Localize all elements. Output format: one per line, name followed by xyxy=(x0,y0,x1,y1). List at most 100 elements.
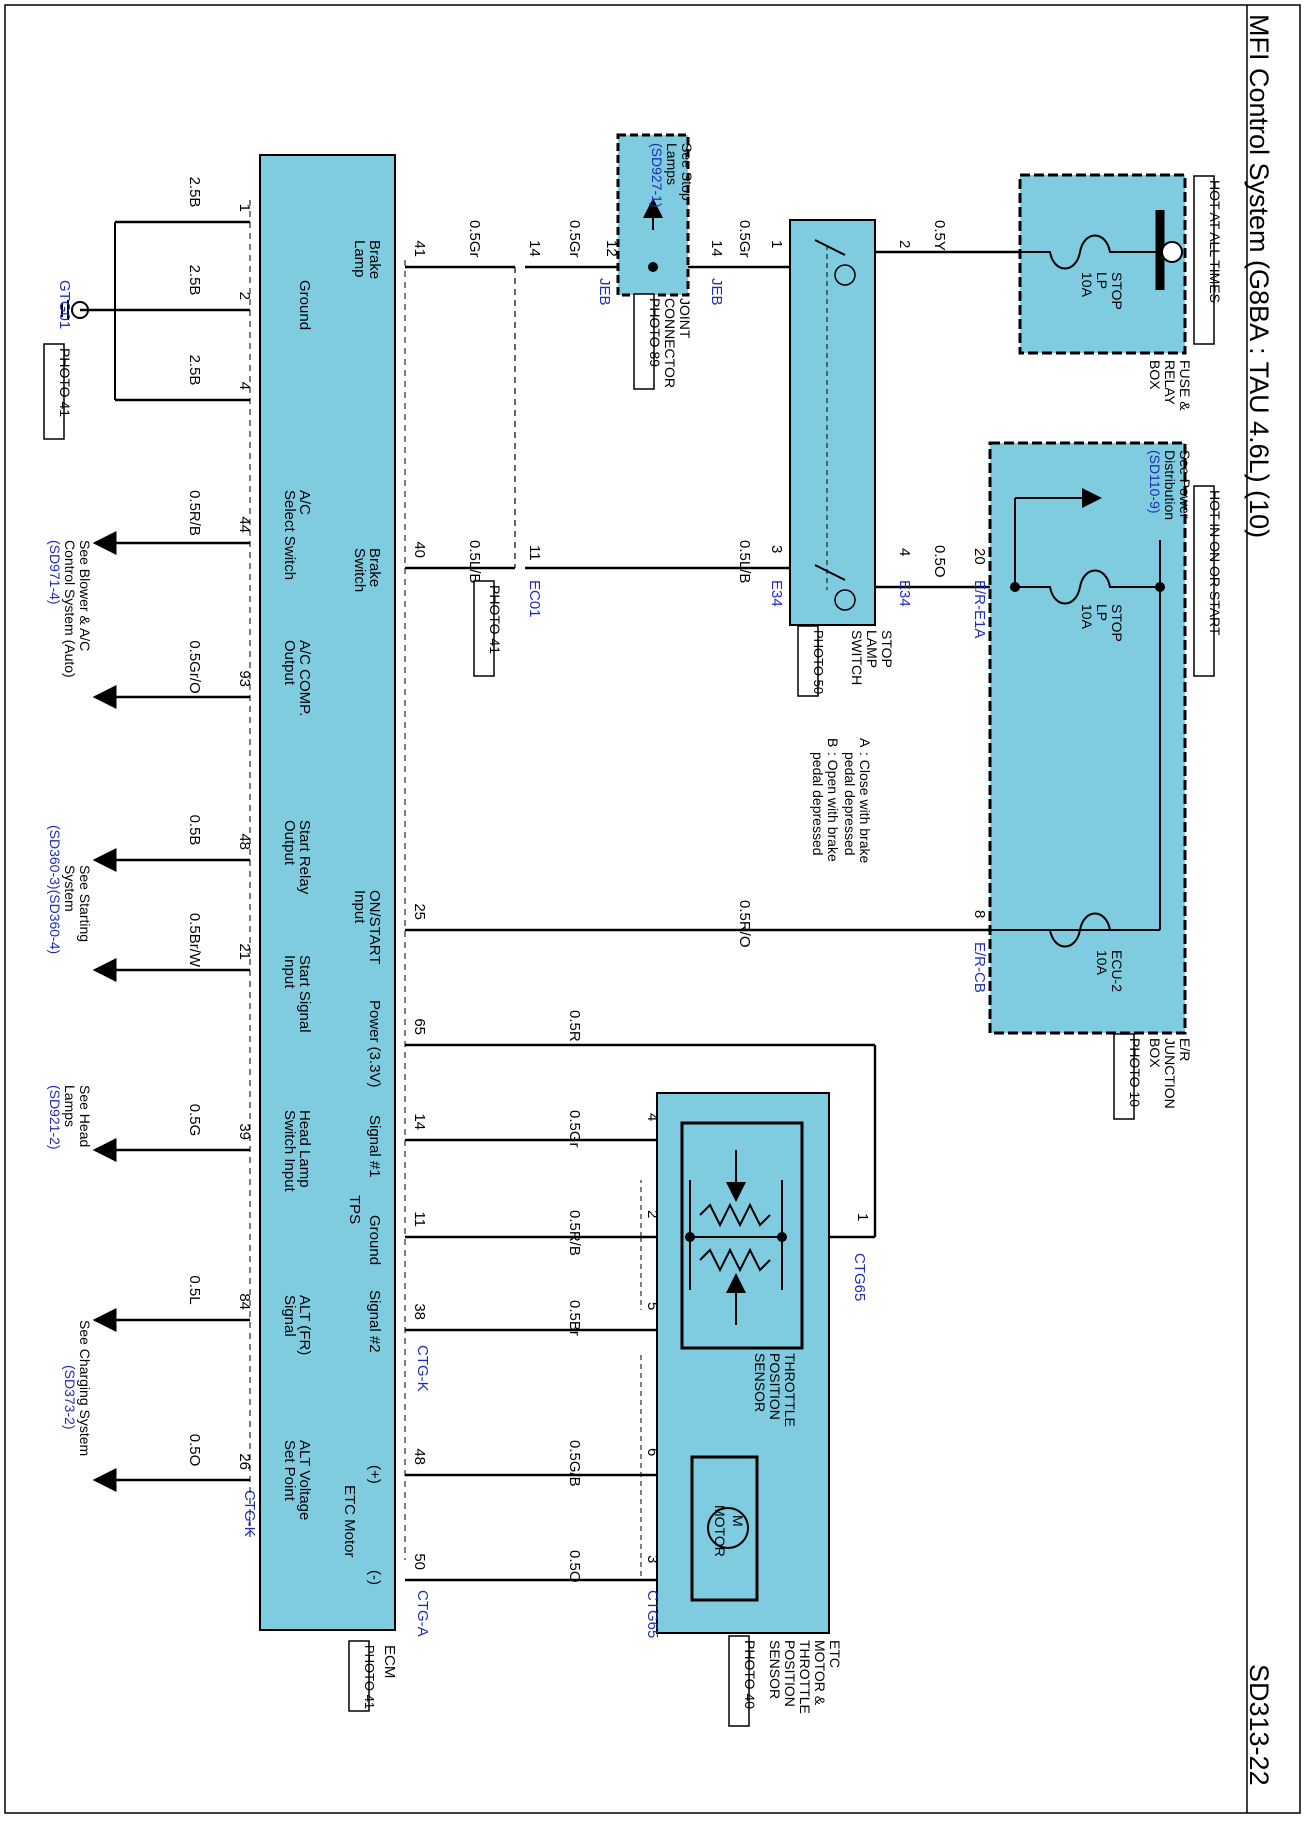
fuse-icon xyxy=(1020,234,1160,270)
diagram-label: See Stop xyxy=(679,143,695,201)
photo-box xyxy=(348,1640,370,1712)
blower-link[interactable]: (SD971-4) xyxy=(47,540,63,605)
etc-name: POSITION xyxy=(782,1640,798,1707)
contact-note: : Open with brake xyxy=(825,752,841,862)
ecm-pin-label: ALT Voltage xyxy=(296,1440,313,1520)
connector-id: CTG65 xyxy=(851,1253,868,1301)
stop-lamp-switch-name: SWITCH xyxy=(849,630,865,685)
ecm-pin-label: Output xyxy=(281,640,298,686)
pin-number: 1 xyxy=(236,204,253,212)
starting-link[interactable]: (SD360-3)(SD360-4) xyxy=(47,825,63,954)
wire-color-label: 0.5Gr xyxy=(466,220,483,258)
photo-label: HOT AT ALL TIMES xyxy=(1207,180,1223,303)
pin-number: 50 xyxy=(411,1553,428,1570)
connector-id: E34 xyxy=(896,580,913,607)
photo-label: PHOTO 40 xyxy=(742,1640,758,1709)
wire-color-label: 0.5O xyxy=(186,1434,203,1467)
ecm-pin-label: Ground xyxy=(366,1215,383,1265)
pin-number: 39 xyxy=(236,1123,253,1140)
ecm-pin-label: ETC Motor xyxy=(341,1485,358,1558)
label-layer: 12.5B22.5B42.5B440.5R/B930.5Gr/O480.5B21… xyxy=(43,143,1223,1727)
contact-note: pedal depressed xyxy=(842,752,858,856)
ecm-pin-label: Head Lamp xyxy=(296,1110,313,1188)
fuse-label: 10A xyxy=(1079,272,1095,298)
pin-number: 11 xyxy=(526,545,543,561)
etc-name: THROTTLE xyxy=(797,1640,813,1714)
pin-number: 20 xyxy=(971,548,988,565)
diagram-label: Control System (Auto) xyxy=(62,540,78,678)
pin-number: 40 xyxy=(411,541,428,558)
resistor-icon xyxy=(699,1247,771,1273)
wire-color-label: 0.5Gr xyxy=(736,220,753,258)
junction-box xyxy=(988,441,1187,1035)
pin-number: 2 xyxy=(644,1210,661,1218)
pin-number: 38 xyxy=(411,1303,428,1320)
pin-number: 6 xyxy=(644,1448,661,1456)
ecm-pin-label: Input xyxy=(281,955,298,989)
tps-name: THROTTLE xyxy=(782,1353,798,1427)
junction-box-name: E/R xyxy=(1177,1038,1193,1061)
wire-color-label: 2.5B xyxy=(186,177,203,208)
pin-number: 2 xyxy=(896,240,913,248)
photo-box xyxy=(633,293,655,390)
diagram-label: See Charging System xyxy=(77,1320,93,1456)
pin-number: 1 xyxy=(854,1213,871,1221)
diagram-label: See Starting xyxy=(77,865,93,942)
etc-name: MOTOR & xyxy=(812,1640,828,1706)
photo-box xyxy=(797,625,819,697)
contact-note: : Close with brake xyxy=(857,752,873,863)
contact-a-icon xyxy=(834,264,856,286)
connector-id: CTG-A xyxy=(414,1590,431,1637)
pin-number: 4 xyxy=(896,548,913,556)
photo-label: PHOTO 41 xyxy=(57,348,73,417)
pin-number: 11 xyxy=(411,1211,428,1227)
stop-lamp-switch-name: STOP xyxy=(879,630,895,668)
diagram-label: Lamps xyxy=(664,143,680,185)
contact-tag: A xyxy=(857,738,873,748)
pin-number: 14 xyxy=(708,240,725,257)
ground-link[interactable]: GTG01 xyxy=(56,280,73,329)
contact-b-icon xyxy=(834,589,856,611)
charging-link[interactable]: (SD373-2) xyxy=(62,1365,78,1430)
junction-box-name: BOX xyxy=(1147,1038,1163,1068)
wire-color-label: 2.5B xyxy=(186,265,203,296)
diagram-label: See Head xyxy=(77,1085,93,1147)
pin-number: 1 xyxy=(768,240,785,248)
motor-symbol: M xyxy=(730,1515,746,1527)
wire-color-label: 0.5L/B xyxy=(736,540,753,583)
wire-color-label: 0.5Br xyxy=(566,1300,583,1336)
ecm-pin-label: Select Switch xyxy=(281,490,298,580)
stop-lamps-link[interactable]: (SD927-1) xyxy=(649,143,665,208)
power-distribution-link[interactable]: (SD110-9) xyxy=(1147,450,1163,514)
wire-color-label: 0.5R/O xyxy=(736,900,753,948)
pin-number: 12 xyxy=(603,240,620,257)
pin-number: 48 xyxy=(411,1448,428,1465)
connector-id: E/R-E1A xyxy=(971,580,988,638)
wire-color-label: 0.5B xyxy=(186,815,203,846)
pin-number: 2 xyxy=(236,292,253,300)
ecm-pin-label: Brake xyxy=(366,240,383,279)
wire-color-label: 0.5R xyxy=(566,1010,583,1042)
wire-color-label: 0.5O xyxy=(566,1550,583,1583)
ecm-pin-label: Start Signal xyxy=(296,955,313,1033)
diagram-label: Distribution xyxy=(1162,450,1178,520)
wire-layer xyxy=(80,220,1020,1582)
stop-lamp-switch xyxy=(789,219,876,626)
diagram-label: System xyxy=(62,865,78,912)
fuse-label: 10A xyxy=(1079,604,1095,630)
connector-id: JEB xyxy=(596,278,613,306)
pin-number: 48 xyxy=(236,833,253,850)
fuse-label: LP xyxy=(1094,272,1110,289)
fuse-icon xyxy=(1049,912,1111,948)
connector-id: E34 xyxy=(768,580,785,607)
pin-number: 44 xyxy=(236,516,253,533)
contact-tag: B xyxy=(825,738,841,747)
headlamps-link[interactable]: (SD921-2) xyxy=(47,1085,63,1150)
wire-color-label: 0.5Gr xyxy=(566,220,583,258)
connector-id: E/R-CB xyxy=(971,942,988,993)
ecm-pin-label: ON/START xyxy=(366,890,383,964)
pin-number: 3 xyxy=(768,545,785,553)
fuse-label: ECU-2 xyxy=(1109,950,1125,992)
